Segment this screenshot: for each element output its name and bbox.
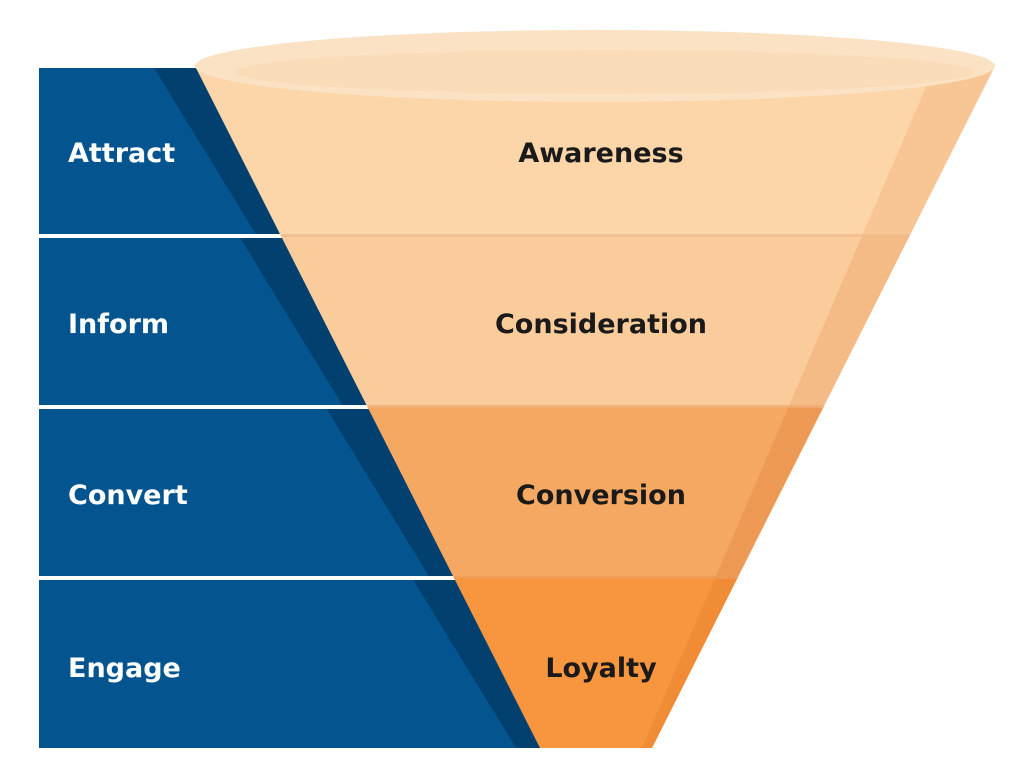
- stage-label-engage: Engage: [68, 653, 181, 684]
- funnel-label-conversion: Conversion: [516, 480, 686, 511]
- funnel-section-awareness: [196, 68, 994, 236]
- funnel-side-loyalty: [642, 578, 738, 748]
- stage-label-attract: Attract: [68, 138, 175, 169]
- funnel-divider-1: [280, 234, 910, 237]
- funnel-side-awareness: [861, 68, 994, 236]
- band-separator-2: [39, 405, 370, 409]
- stage-band-shadow-convert: [325, 407, 457, 578]
- funnel-label-awareness: Awareness: [518, 138, 683, 169]
- funnel-section-consideration: [280, 236, 910, 407]
- band-separator-1: [39, 234, 283, 238]
- funnel-side-consideration: [788, 236, 910, 407]
- stage-bands: [39, 68, 542, 748]
- stage-band-shadow-attract: [154, 68, 283, 236]
- stage-label-convert: Convert: [68, 480, 188, 511]
- funnel-label-loyalty: Loyalty: [545, 653, 657, 684]
- funnel-rim-inner: [235, 50, 975, 94]
- funnel: [195, 30, 995, 748]
- funnel-section-conversion: [367, 407, 824, 578]
- stage-label-inform: Inform: [68, 309, 169, 340]
- stage-band-shadow-engage: [412, 578, 542, 748]
- funnel-divider-2: [367, 405, 824, 408]
- stage-band-engage: [39, 578, 542, 748]
- funnel-label-consideration: Consideration: [495, 309, 707, 340]
- stage-band-shadow-inform: [238, 236, 370, 407]
- funnel-side-conversion: [715, 407, 824, 578]
- stage-band-attract: [39, 68, 283, 236]
- funnel-divider-3: [454, 576, 738, 579]
- band-separator-3: [39, 576, 457, 580]
